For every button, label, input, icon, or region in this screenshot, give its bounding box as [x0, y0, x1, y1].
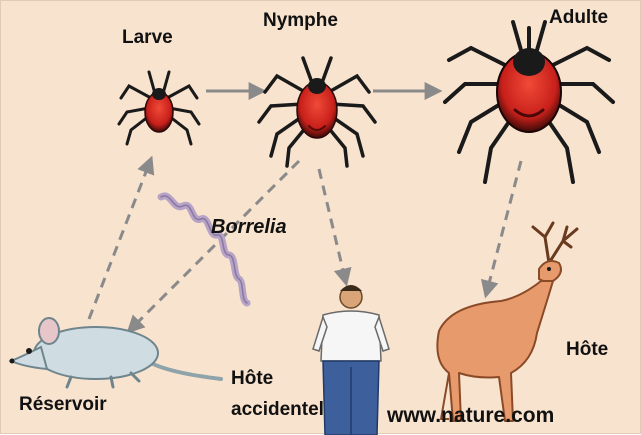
larva-tick [119, 72, 199, 144]
deer-host [437, 223, 577, 421]
arrow-nymphe-to-reservoir [129, 161, 299, 331]
label-borrelia: Borrelia [211, 217, 287, 237]
nymph-tick [259, 58, 375, 166]
label-nymphe: Nymphe [263, 11, 338, 30]
arrow-adulte-to-deer [486, 161, 521, 295]
mouse-reservoir [10, 318, 222, 387]
adult-tick [445, 22, 613, 182]
label-accidental-host-line2: accidentel [231, 400, 324, 419]
arrow-nymphe-to-human [319, 169, 346, 283]
website-credit: www.nature.com [387, 405, 554, 426]
label-host: Hôte [566, 340, 608, 359]
label-larve: Larve [122, 28, 173, 47]
label-accidental-host-line1: Hôte [231, 369, 273, 388]
label-reservoir: Réservoir [19, 395, 107, 414]
dashed-arrows [89, 159, 521, 331]
human-accidental-host [313, 285, 389, 435]
arrow-reservoir-to-larve [89, 159, 151, 319]
label-adulte: Adulte [549, 8, 608, 27]
